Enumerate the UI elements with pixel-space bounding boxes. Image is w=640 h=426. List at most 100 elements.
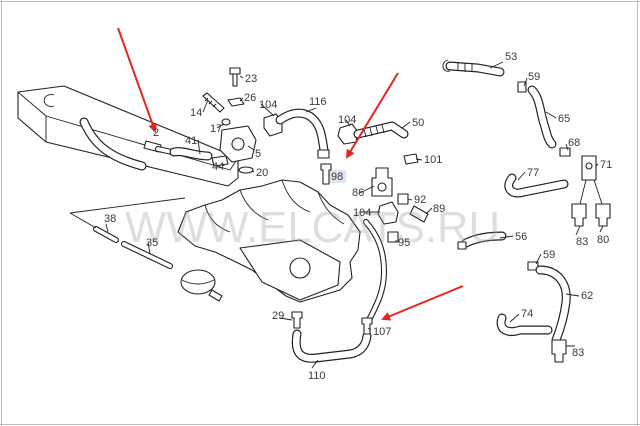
part-label-20[interactable]: 20 (256, 167, 268, 179)
intake-manifold (177, 179, 361, 303)
valve-83-upper[interactable] (571, 203, 587, 227)
part-label-83[interactable]: 83 (576, 236, 588, 248)
part-label-14[interactable]: 14 (190, 107, 202, 119)
fitting-98[interactable] (320, 163, 332, 185)
hose-65[interactable] (527, 85, 557, 149)
pipe-38-fill (94, 227, 118, 242)
fitting-59-top[interactable] (517, 81, 527, 93)
part-label-5[interactable]: 5 (255, 148, 261, 160)
leader-lines (69, 61, 604, 369)
part-89[interactable] (409, 205, 429, 223)
part-label-2[interactable]: 2 (153, 127, 159, 139)
hose-74[interactable] (496, 313, 553, 336)
canister-stem (208, 289, 223, 302)
vacuum-canister[interactable] (180, 269, 223, 302)
hose-62-fill (536, 266, 570, 344)
hose-to-107-fill (364, 220, 386, 320)
valve-80[interactable] (595, 203, 611, 227)
engine-cover-edges (17, 91, 239, 171)
hose-116[interactable] (275, 108, 330, 159)
hose-77[interactable] (504, 173, 569, 198)
clip-101[interactable] (403, 153, 419, 165)
valve-assembly-5[interactable] (219, 125, 257, 163)
part-label-59[interactable]: 59 (543, 249, 555, 261)
hose-74-fill (497, 314, 552, 335)
valve-86-body (371, 167, 393, 197)
hose-53-hook (442, 59, 451, 72)
part-label-116[interactable]: 116 (309, 96, 327, 108)
fitting-68[interactable] (559, 147, 571, 157)
hose-to-107[interactable] (363, 219, 387, 321)
bracket-44[interactable] (211, 155, 229, 167)
valve-83-lower[interactable] (551, 339, 567, 363)
part-label-83[interactable]: 83 (572, 347, 584, 359)
label-98-highlight (329, 170, 346, 183)
part-label-101[interactable]: 101 (424, 154, 442, 166)
fitting-107[interactable] (361, 317, 373, 335)
hose-65-fill (528, 86, 556, 148)
part-label-86[interactable]: 86 (352, 187, 364, 199)
part-label-68[interactable]: 68 (568, 137, 580, 149)
part-label-80[interactable]: 80 (597, 234, 609, 246)
part-label-104[interactable]: 104 (259, 99, 277, 111)
engine-cover (17, 85, 239, 187)
pipe-35[interactable] (121, 241, 173, 269)
part-label-77[interactable]: 77 (527, 167, 539, 179)
part-label-95[interactable]: 95 (398, 237, 410, 249)
canister-seam (181, 279, 215, 285)
bolt-23[interactable] (229, 67, 241, 87)
hose-50[interactable] (353, 121, 409, 139)
part-label-56[interactable]: 56 (515, 231, 527, 243)
manifold-plate-port (289, 257, 311, 279)
washer-20[interactable] (238, 166, 254, 174)
valve-86-port (377, 182, 387, 192)
hose-53[interactable] (442, 59, 505, 77)
red-arrow-to-2 (117, 27, 157, 133)
hose-56-fill (462, 232, 506, 247)
part-label-74[interactable]: 74 (521, 308, 533, 320)
clip-26[interactable] (227, 97, 245, 107)
part-label-26[interactable]: 26 (244, 92, 256, 104)
stud-14[interactable] (202, 92, 225, 113)
part-label-44[interactable]: 44 (212, 161, 224, 173)
pipe-38[interactable] (93, 226, 119, 243)
part-label-104[interactable]: 104 (353, 207, 371, 219)
part-label-104[interactable]: 104 (338, 114, 356, 126)
part-label-92[interactable]: 92 (414, 194, 426, 206)
valve-86[interactable] (371, 167, 393, 197)
part-label-23[interactable]: 23 (245, 73, 257, 85)
ring-17[interactable] (221, 118, 231, 126)
part-label-53[interactable]: 53 (505, 51, 517, 63)
part-label-35[interactable]: 35 (146, 237, 158, 249)
bracket-104-middle[interactable] (377, 201, 399, 225)
part-label-41[interactable]: 41 (185, 135, 197, 147)
valve-71-port (585, 162, 593, 170)
part-label-29[interactable]: 29 (272, 310, 284, 322)
part-label-89[interactable]: 89 (433, 203, 445, 215)
hose-fill (80, 118, 146, 170)
fitting-95[interactable] (387, 231, 399, 243)
hose-cover-pipe[interactable] (79, 117, 147, 171)
valve-71-connections (579, 179, 603, 205)
part-label-71[interactable]: 71 (600, 159, 612, 171)
part-label-98[interactable]: 98 (331, 171, 343, 183)
part-label-38[interactable]: 38 (104, 213, 116, 225)
engine-cover-body (17, 85, 239, 187)
hose-41[interactable] (155, 146, 213, 161)
part-label-50[interactable]: 50 (412, 117, 424, 129)
hose-110[interactable] (291, 329, 372, 363)
hose-62[interactable] (535, 265, 571, 345)
valve-71[interactable] (581, 155, 597, 181)
part-label-59[interactable]: 59 (528, 71, 540, 83)
fitting-29[interactable] (291, 311, 303, 329)
part-label-62[interactable]: 62 (581, 290, 593, 302)
part-label-107[interactable]: 107 (373, 326, 391, 338)
canister-body (180, 269, 216, 295)
part-label-65[interactable]: 65 (558, 113, 570, 125)
hose-56[interactable] (457, 231, 507, 250)
part-label-17[interactable]: 17 (210, 123, 222, 135)
annotation-arrows (117, 27, 464, 321)
part-label-110[interactable]: 110 (308, 370, 326, 382)
